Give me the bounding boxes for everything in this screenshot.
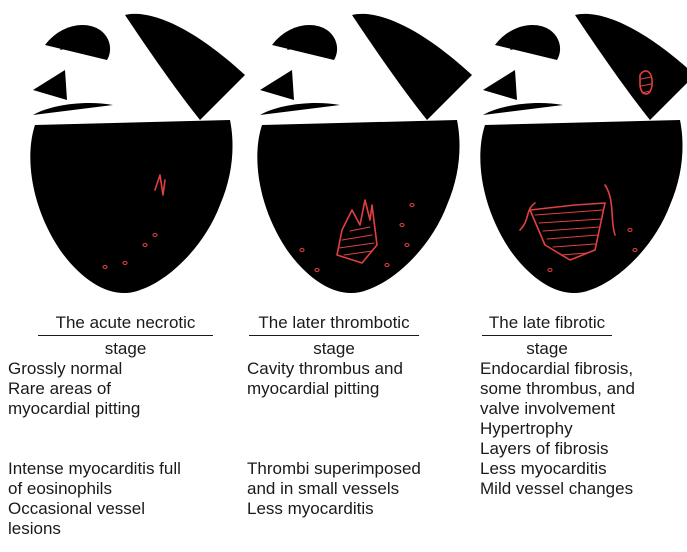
finding-line: valve involvement — [480, 399, 635, 419]
heart-later-thrombotic — [257, 14, 472, 293]
stage-column-acute-necrotic: The acute necrotic stage Grossly normal … — [8, 312, 248, 362]
stage-findings-gross: Endocardial fibrosis, some thrombus, and… — [480, 359, 635, 499]
finding-line: Mild vessel changes — [480, 479, 635, 499]
stage-title-line2: stage — [249, 336, 419, 359]
finding-line: Grossly normal — [8, 359, 140, 379]
stage-findings-microscopic: Thrombi superimposed and in small vessel… — [247, 459, 421, 519]
stage-findings-gross: Grossly normal Rare areas of myocardial … — [8, 359, 140, 419]
finding-line: Thrombi superimposed — [247, 459, 421, 479]
stage-title-line1: The late fibrotic — [482, 312, 612, 336]
finding-line: myocardial pitting — [247, 379, 403, 399]
finding-line: Intense myocarditis full — [8, 459, 181, 479]
heart-stages-diagram — [0, 0, 687, 300]
stage-findings-microscopic: Intense myocarditis full of eosinophils … — [8, 459, 181, 539]
stage-column-later-thrombotic: The later thrombotic stage Cavity thromb… — [247, 312, 477, 362]
finding-line: Layers of fibrosis — [480, 439, 635, 459]
finding-line: Cavity thrombus and — [247, 359, 403, 379]
heart-late-fibrotic — [480, 14, 687, 293]
finding-line: Hypertrophy — [480, 419, 635, 439]
finding-line: Occasional vessel — [8, 499, 181, 519]
finding-line: and in small vessels — [247, 479, 421, 499]
stage-title-line1: The acute necrotic — [38, 312, 213, 336]
stage-title: The late fibrotic stage — [482, 312, 612, 362]
heart-acute-necrotic — [30, 14, 245, 293]
stage-title-line2: stage — [482, 336, 612, 359]
stage-findings-gross: Cavity thrombus and myocardial pitting — [247, 359, 403, 399]
finding-line: Endocardial fibrosis, — [480, 359, 635, 379]
finding-line: some thrombus, and — [480, 379, 635, 399]
finding-line: Less myocarditis — [247, 499, 421, 519]
finding-line: Less myocarditis — [480, 459, 635, 479]
finding-line: lesions — [8, 519, 181, 539]
stage-title-line2: stage — [38, 336, 213, 359]
stage-title-line1: The later thrombotic — [249, 312, 419, 336]
finding-line: myocardial pitting — [8, 399, 140, 419]
stage-column-late-fibrotic: The late fibrotic stage Endocardial fibr… — [480, 312, 687, 362]
stage-title: The later thrombotic stage — [249, 312, 419, 362]
finding-line: Rare areas of — [8, 379, 140, 399]
finding-line: of eosinophils — [8, 479, 181, 499]
stage-title: The acute necrotic stage — [38, 312, 213, 362]
